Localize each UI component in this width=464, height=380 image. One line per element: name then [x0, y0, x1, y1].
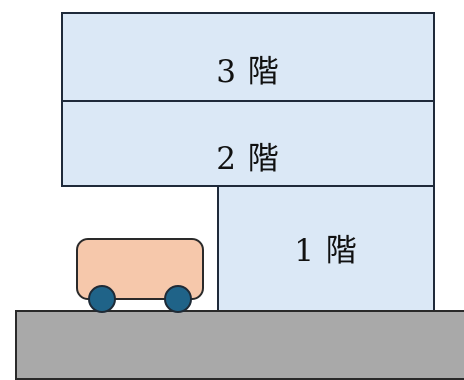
- car-front-wheel: [164, 285, 192, 313]
- floor-2-label: 2 階: [216, 141, 280, 177]
- floor-1-block: 1 階: [217, 185, 435, 313]
- floor-2-block: 2 階: [61, 100, 435, 187]
- floor-1-label: 1 階: [294, 232, 358, 269]
- ground: [15, 310, 464, 380]
- floor-3-label: 3 階: [216, 53, 280, 90]
- floor-3-block: 3 階: [61, 12, 435, 102]
- car-icon: [76, 238, 204, 313]
- car-rear-wheel: [88, 285, 116, 313]
